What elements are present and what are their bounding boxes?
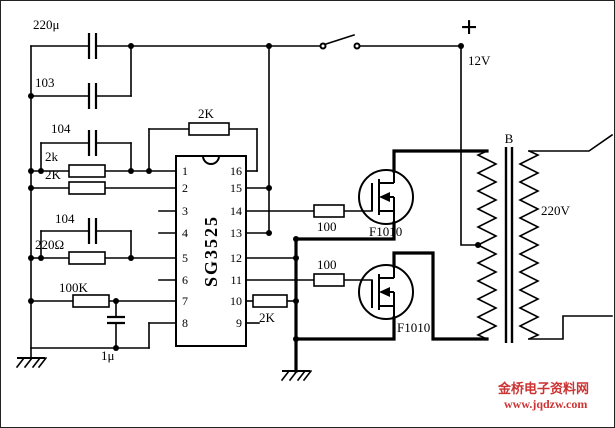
mosfet-q1 [358,169,414,225]
pin-16: 16 [230,164,242,178]
label-res-220r: 220Ω [35,237,64,252]
power-switch [319,33,361,50]
pin-1: 1 [182,164,188,178]
pin-12: 12 [230,251,242,265]
resistor-2k-feedback [188,122,230,136]
resistor-220ohm [68,251,106,265]
resistor-2k-shutdown [252,294,288,308]
label-cap-104-b: 104 [55,211,75,226]
label-cap-104-a: 104 [51,121,71,136]
junction-dots [28,43,481,351]
capacitor-104-upper [87,130,98,156]
mosfet-q2 [358,264,414,320]
watermark-url: www.jqdzw.com [504,397,587,411]
label-cap-103: 103 [35,75,55,90]
label-res-2k-a: 2k [45,149,59,164]
pin-9: 9 [236,316,242,330]
resistor-2k-pin2 [68,181,106,195]
label-q1: F1010 [369,224,402,239]
ic-label: SG3525 [201,215,221,287]
pin-13: 13 [230,226,242,240]
pin-2: 2 [182,181,188,195]
label-cap-1u: 1μ [101,348,115,363]
label-res-100-b: 100 [317,257,337,272]
label-plus: + [460,11,477,44]
watermark: 金桥电子资料网 www.jqdzw.com [497,381,589,411]
transformer-core [504,147,514,343]
transformer [476,147,540,343]
resistor-2k-small [68,164,106,178]
pin-15: 15 [230,181,242,195]
label-q2: F1010 [397,320,430,335]
capacitor-104-lower [87,218,98,244]
label-res-2k-top: 2K [198,106,215,121]
label-res-100-a: 100 [317,219,337,234]
capacitor-103 [87,83,98,109]
capacitor-1u [107,315,125,325]
ic-notch [202,155,220,165]
resistor-100-gate2 [313,273,345,287]
pin-4: 4 [182,226,188,240]
resistor-100k [72,294,110,308]
label-cap-220u: 220μ [33,17,60,32]
mosfet-arrow-icon [379,287,390,297]
pin-5: 5 [182,251,188,265]
label-transformer-b: B [505,131,514,146]
pin-7: 7 [182,294,188,308]
ground-center-icon [280,369,313,382]
ground-left-icon [15,356,48,369]
pin-14: 14 [230,204,242,218]
mosfet-arrow-icon [379,192,390,202]
label-12v: 12V [468,53,491,68]
pin-11: 11 [230,273,242,287]
wires [30,45,614,359]
resistor-100-gate1 [313,204,345,218]
pin-3: 3 [182,204,188,218]
label-220v: 220V [541,203,571,218]
pin-10: 10 [230,294,242,308]
watermark-site-name: 金桥电子资料网 [497,381,589,396]
label-res-2k-sd: 2K [259,310,276,325]
pin-8: 8 [182,316,188,330]
secondary-winding [518,149,540,341]
ic-sg3525: 1 2 3 4 5 6 7 8 16 15 14 13 12 11 10 9 S… [175,155,247,347]
label-res-2k-b: 2K [45,167,62,182]
capacitor-220u [87,33,98,59]
label-res-100k: 100K [59,280,89,295]
pin-6: 6 [182,273,188,287]
